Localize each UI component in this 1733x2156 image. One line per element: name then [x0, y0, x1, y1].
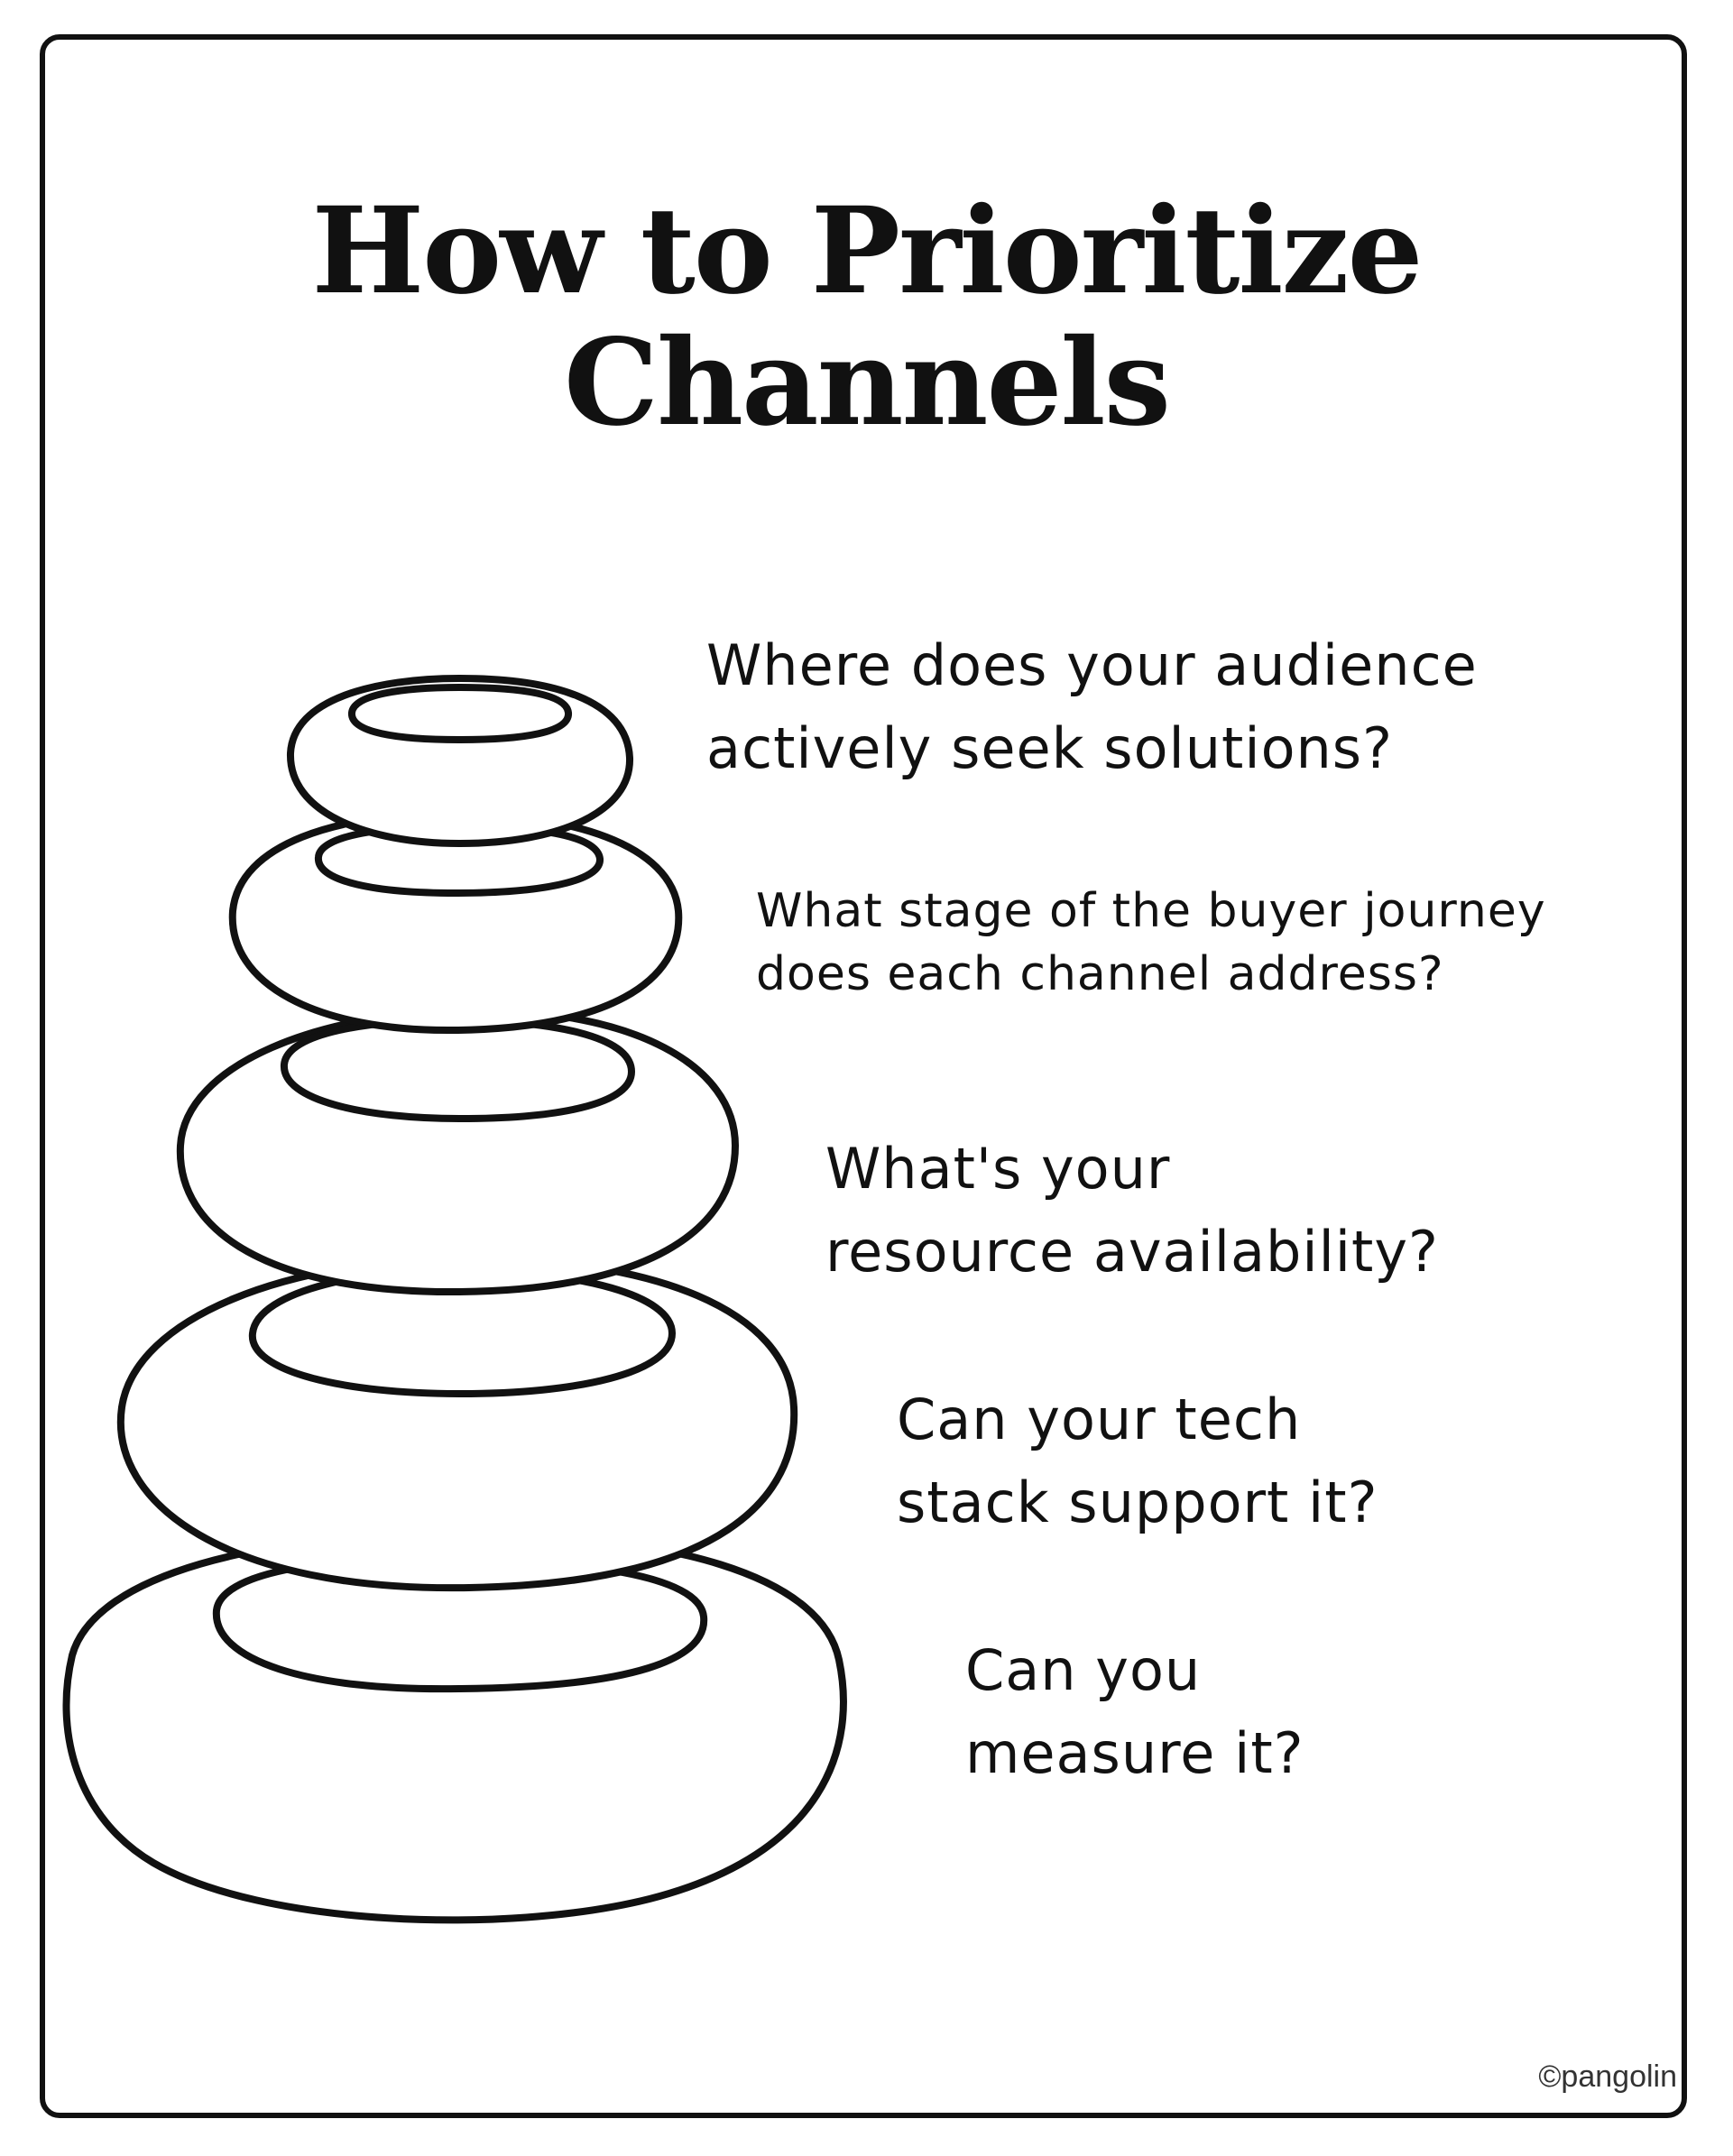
- page-title: How to Prioritize Channels: [0, 186, 1733, 449]
- question-audience: Where does your audience actively seek s…: [706, 624, 1478, 790]
- stone-1-hole: [348, 684, 572, 743]
- copyright-credit: ©pangolin: [1538, 2059, 1677, 2094]
- question-line: stack support it?: [897, 1470, 1378, 1535]
- question-buyer-journey: What stage of the buyer journey does eac…: [756, 880, 1546, 1006]
- question-line: resource availability?: [825, 1219, 1439, 1285]
- question-line: does each channel address?: [756, 947, 1444, 1001]
- question-measurement: Can you measure it?: [965, 1629, 1304, 1795]
- question-line: Where does your audience: [706, 632, 1478, 698]
- title-line-1: How to Prioritize: [311, 181, 1423, 322]
- question-line: actively seek solutions?: [706, 715, 1394, 781]
- question-resources: What's your resource availability?: [825, 1128, 1439, 1294]
- question-line: Can your tech: [897, 1387, 1302, 1452]
- question-line: Can you: [965, 1637, 1202, 1703]
- card-frame: [40, 34, 1687, 2118]
- title-line-2: Channels: [564, 313, 1171, 454]
- question-line: What stage of the buyer journey: [756, 884, 1546, 938]
- stone-3-hole: [281, 1016, 635, 1122]
- question-tech-stack: Can your tech stack support it?: [897, 1378, 1378, 1544]
- question-line: What's your: [825, 1136, 1171, 1202]
- question-line: measure it?: [965, 1720, 1304, 1786]
